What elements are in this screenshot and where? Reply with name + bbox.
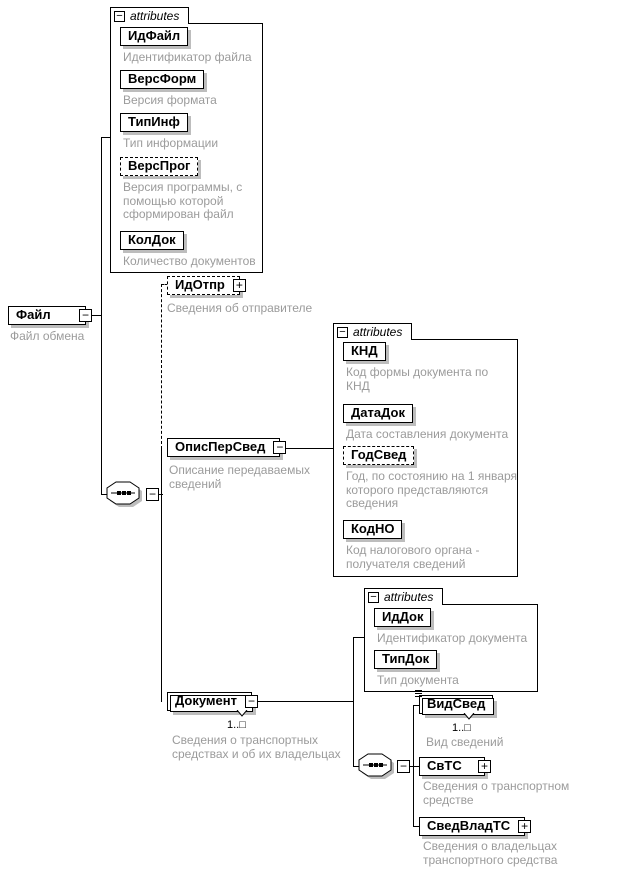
attribute-idfajl[interactable]: ИдФайл xyxy=(120,27,189,46)
element-file[interactable]: Файл − xyxy=(8,306,92,325)
connector-line xyxy=(409,766,419,767)
annotation: Вид сведений xyxy=(426,735,504,749)
element-idotpr[interactable]: ИдОтпр + xyxy=(167,276,246,295)
annotation: Сведения о владельцах транспортного сред… xyxy=(423,839,558,867)
element-label: СведВладТС xyxy=(427,818,511,833)
annotation: Версия программы, с помощью которой сфор… xyxy=(123,180,243,221)
element-dokument[interactable]: Документ − xyxy=(167,692,258,712)
attribute-label: ВерсПрог xyxy=(128,158,191,173)
attribute-label: ВерсФорм xyxy=(128,71,197,86)
annotation: Идентификатор документа xyxy=(377,631,528,645)
element-svts[interactable]: СвТС + xyxy=(419,757,491,776)
attribute-label: ТипДок xyxy=(382,651,430,666)
connector-line xyxy=(353,766,361,767)
attributes-tab-label: attributes xyxy=(130,9,180,23)
attributes-tab-label: attributes xyxy=(384,590,434,604)
connector-line xyxy=(157,494,163,495)
attribute-knd[interactable]: КНД xyxy=(343,342,386,361)
attribute-label: КНД xyxy=(351,343,378,358)
element-opispersved[interactable]: ОписПерСвед − xyxy=(167,438,287,457)
annotation: Код налогового органа - получателя сведе… xyxy=(346,543,480,571)
text-content-icon xyxy=(415,690,422,697)
attribute-datadok[interactable]: ДатаДок xyxy=(343,404,413,423)
collapse-icon[interactable]: − xyxy=(146,488,159,501)
attribute-label: КодНО xyxy=(351,521,395,536)
annotation: Год, по состоянию на 1 января которого п… xyxy=(346,469,518,510)
collapse-icon[interactable]: − xyxy=(397,760,410,773)
element-label: Документ xyxy=(175,693,237,708)
collapse-icon[interactable]: − xyxy=(245,695,258,708)
attribute-godsved[interactable]: ГодСвед xyxy=(343,446,415,465)
attributes-tab: − attributes xyxy=(333,323,413,340)
attribute-label: ДатаДок xyxy=(351,405,405,420)
expand-icon[interactable]: + xyxy=(478,760,491,773)
connector-line xyxy=(101,137,102,495)
element-label: ИдОтпр xyxy=(175,277,225,292)
annotation: Описание передаваемых сведений xyxy=(169,463,310,491)
attribute-iddok[interactable]: ИдДок xyxy=(374,608,432,627)
annotation: Файл обмена xyxy=(10,329,85,343)
attribute-label: ГодСвед xyxy=(351,447,407,462)
annotation: Тип информации xyxy=(123,136,219,150)
attribute-label: ТипИнф xyxy=(128,114,180,129)
attribute-label: ИдДок xyxy=(382,609,424,624)
attributes-tab: − attributes xyxy=(364,588,444,605)
expand-icon[interactable]: + xyxy=(232,279,246,292)
annotation: Сведения о транспортных средствах и об и… xyxy=(172,733,341,761)
annotation: Дата составления документа xyxy=(346,427,509,441)
attribute-versform[interactable]: ВерсФорм xyxy=(120,70,205,89)
occurrence-label: 1..□ xyxy=(227,719,246,731)
annotation: Код формы документа по КНД xyxy=(346,365,489,393)
connector-line xyxy=(101,137,111,138)
connector-line xyxy=(230,701,353,702)
attributes-tab-label: attributes xyxy=(353,325,403,339)
repeat-chevron-icon xyxy=(463,713,475,720)
attribute-tipdok[interactable]: ТипДок xyxy=(374,650,438,669)
annotation: Сведения о транспортном средстве xyxy=(423,779,570,807)
repeat-chevron-icon xyxy=(236,710,248,717)
collapse-icon[interactable]: − xyxy=(79,309,92,322)
connector-line-optional xyxy=(161,284,162,449)
connector-line xyxy=(413,705,420,706)
attribute-kodno[interactable]: КодНО xyxy=(343,520,403,539)
annotation: Идентификатор файла xyxy=(123,50,252,64)
connector-line xyxy=(413,705,414,827)
attribute-label: КолДок xyxy=(128,232,176,247)
element-svedvladts[interactable]: СведВладТС + xyxy=(419,817,532,836)
connector-line xyxy=(353,637,354,767)
collapse-icon[interactable]: − xyxy=(368,591,379,603)
occurrence-label: 1..□ xyxy=(452,722,471,734)
annotation: Версия формата xyxy=(123,93,217,107)
attribute-tipinf[interactable]: ТипИнф xyxy=(120,113,188,132)
expand-icon[interactable]: + xyxy=(518,820,532,833)
attribute-koldok[interactable]: КолДок xyxy=(120,231,184,250)
element-label: ОписПерСвед xyxy=(175,439,266,454)
element-vidsved[interactable]: ВидСвед xyxy=(419,695,495,715)
connector-line xyxy=(413,826,420,827)
sequence-icon xyxy=(358,753,394,779)
element-label: ВидСвед xyxy=(427,696,486,711)
attribute-versprog[interactable]: ВерсПрог xyxy=(120,157,199,176)
connector-line xyxy=(161,448,162,702)
connector-line-optional xyxy=(161,284,171,285)
collapse-icon[interactable]: − xyxy=(114,10,125,22)
connector-line xyxy=(260,448,333,449)
annotation: Сведения об отправителе xyxy=(167,301,313,315)
element-label: СвТС xyxy=(427,758,462,773)
annotation: Количество документов xyxy=(123,254,256,268)
connector-line xyxy=(353,637,364,638)
collapse-icon[interactable]: − xyxy=(273,441,287,454)
collapse-icon[interactable]: − xyxy=(337,326,348,338)
attribute-label: ИдФайл xyxy=(128,28,181,43)
sequence-icon xyxy=(106,481,142,507)
annotation: Тип документа xyxy=(377,673,459,687)
element-label: Файл xyxy=(16,307,51,322)
attributes-tab: − attributes xyxy=(110,7,190,24)
